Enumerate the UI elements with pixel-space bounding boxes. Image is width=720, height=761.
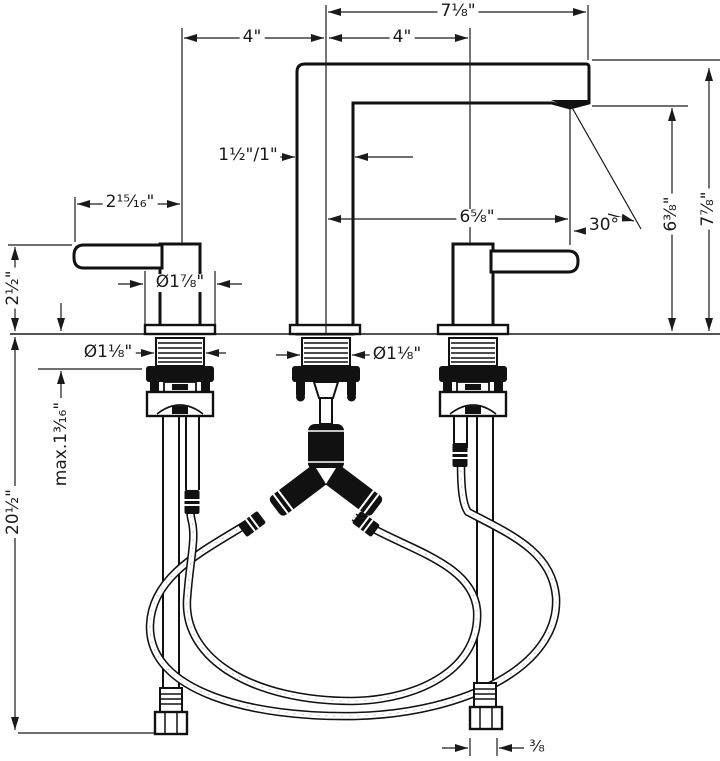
hose-connector	[308, 424, 344, 470]
spout-escutcheon	[288, 323, 362, 336]
dim-shank-dia-center-label: Ø1⅛"	[369, 345, 425, 364]
dim-max-thickness-label: max.1³⁄₁₆"	[51, 398, 71, 490]
hose-crimp	[352, 511, 380, 537]
dim-handle-height-label: 2½"	[3, 267, 23, 309]
left-supply-fitting	[153, 687, 189, 736]
extension-lines	[8, 5, 720, 756]
dim-spout-pipe-label: 1½"/1"	[215, 146, 281, 165]
tee-left-elbow	[269, 464, 329, 516]
max-thickness-line	[18, 368, 178, 734]
dim-spout-reach-label: 6⅝"	[456, 208, 498, 227]
hose-crimp	[238, 511, 266, 537]
right-handle-lever	[489, 249, 580, 274]
dim-spout-angle-label: 30°	[585, 216, 623, 235]
dim-escutcheon-dia-label: Ø1⅞"	[152, 273, 208, 292]
dim-handle-reach-label: 2¹⁵⁄₁₆"	[102, 193, 158, 212]
dim-spacing-right-label: 4"	[389, 28, 415, 47]
spout-angle-line	[569, 103, 642, 230]
left-handle-lever	[72, 243, 164, 270]
left-supply-tube	[162, 416, 200, 690]
right-handle	[436, 242, 580, 336]
dimension-lines	[11, 8, 713, 752]
left-escutcheon	[143, 323, 217, 336]
hose-crimp	[184, 490, 200, 514]
right-valve-assembly	[438, 337, 508, 418]
center-shank-assembly	[269, 337, 383, 516]
dim-supply-size-label: ³⁄₈	[526, 738, 548, 756]
dim-hose-length-label: 20½"	[3, 486, 23, 538]
dim-height-total-label: 7⅞"	[698, 188, 718, 230]
right-supply-fitting	[468, 682, 504, 731]
supply-hoses	[145, 443, 561, 721]
dim-height-aerator-label: 6⅜"	[661, 193, 681, 235]
dim-shank-dia-left-label: Ø1⅛"	[80, 343, 136, 362]
left-valve-assembly	[145, 337, 215, 418]
hose-crimp	[452, 443, 468, 467]
dim-top-width-label: 7⅛"	[437, 2, 479, 21]
dim-spacing-left-label: 4"	[239, 28, 265, 47]
tee-right-elbow	[323, 464, 383, 516]
right-escutcheon	[436, 323, 510, 336]
spout	[295, 62, 591, 336]
